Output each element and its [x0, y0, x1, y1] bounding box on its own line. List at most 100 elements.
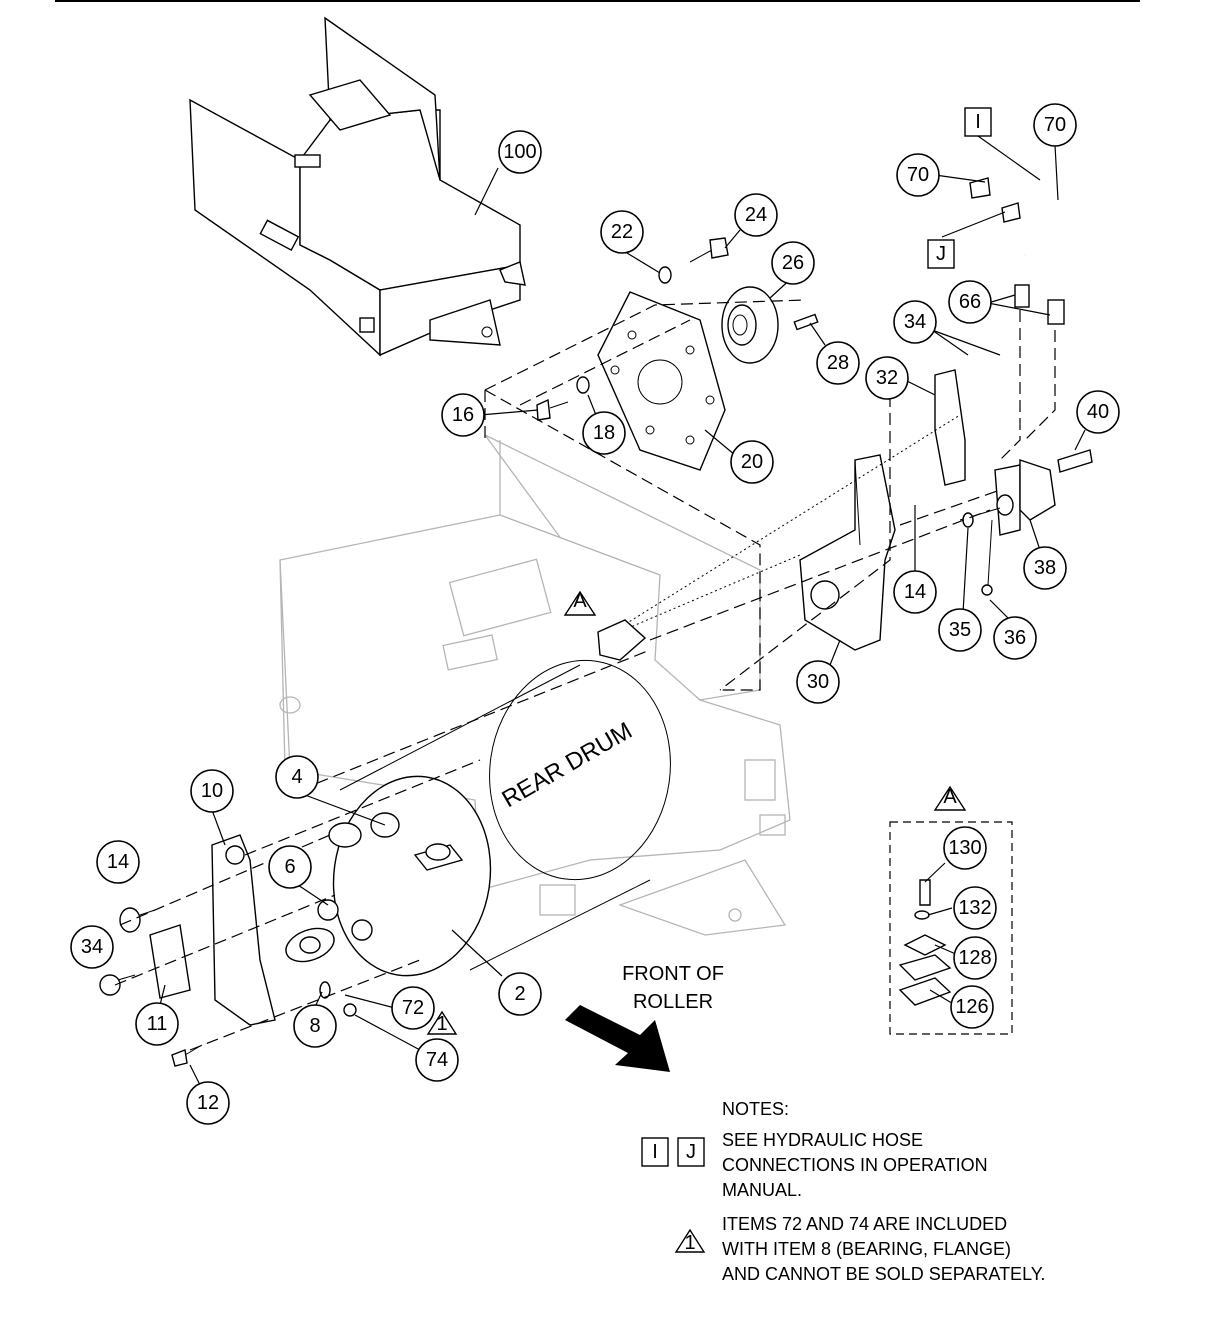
callout-4: 4 — [275, 755, 319, 799]
svg-text:74: 74 — [426, 1049, 448, 1071]
callout-70-left: 70 — [896, 153, 940, 197]
plate-11 — [149, 924, 191, 999]
svg-text:11: 11 — [147, 1013, 168, 1035]
front-of-roller-line2: ROLLER — [633, 991, 713, 1013]
svg-text:16: 16 — [452, 404, 474, 426]
svg-text:28: 28 — [827, 352, 849, 374]
svg-text:18: 18 — [593, 422, 615, 444]
note1-line2: CONNECTIONS IN OPERATION — [722, 1155, 988, 1175]
svg-text:8: 8 — [309, 1015, 320, 1037]
detail-a-header: A — [933, 785, 967, 811]
svg-text:22: 22 — [611, 221, 633, 243]
callout-66: 66 — [948, 280, 992, 324]
svg-text:10: 10 — [201, 780, 223, 802]
bracket-32 — [934, 369, 966, 486]
flange-26 — [721, 286, 819, 364]
svg-text:J: J — [936, 243, 946, 265]
svg-text:66: 66 — [959, 291, 981, 313]
notes: NOTES: I J SEE HYDRAULIC HOSE CONNECTION… — [641, 1099, 1045, 1284]
front-of-roller-line1: FRONT OF — [622, 963, 724, 985]
svg-text:132: 132 — [958, 897, 991, 919]
callout-26: 26 — [771, 241, 815, 285]
note2-line1: ITEMS 72 AND 74 ARE INCLUDED — [722, 1214, 1007, 1234]
svg-text:126: 126 — [955, 996, 988, 1018]
svg-text:70: 70 — [907, 164, 929, 186]
svg-text:34: 34 — [904, 311, 926, 333]
svg-text:130: 130 — [948, 837, 981, 859]
svg-text:36: 36 — [1004, 627, 1026, 649]
callout-100: 100 — [498, 130, 542, 174]
svg-text:I: I — [975, 111, 981, 133]
callout-70-right: 70 — [1033, 103, 1077, 147]
callout-74: 74 — [415, 1038, 459, 1082]
box-j: J — [927, 239, 955, 269]
svg-text:38: 38 — [1034, 557, 1056, 579]
note2-line2: WITH ITEM 8 (BEARING, FLANGE) — [722, 1239, 1011, 1259]
svg-text:12: 12 — [197, 1092, 219, 1114]
svg-text:35: 35 — [949, 619, 971, 641]
svg-text:14: 14 — [904, 581, 926, 603]
note-box-j: J — [677, 1137, 705, 1167]
plate-20 — [597, 291, 726, 471]
callout-38: 38 — [1023, 546, 1067, 590]
callout-132: 132 — [953, 886, 997, 930]
note1-line1: SEE HYDRAULIC HOSE — [722, 1130, 923, 1150]
ghost-frame — [279, 434, 791, 936]
svg-text:72: 72 — [402, 997, 424, 1019]
callout-18: 18 — [582, 411, 626, 455]
svg-text:100: 100 — [503, 141, 536, 163]
callout-22: 22 — [600, 210, 644, 254]
hoses-70 — [969, 174, 1067, 325]
box-i: I — [964, 107, 992, 137]
callout-14-right: 14 — [893, 570, 937, 614]
bearing-8 — [285, 927, 357, 1017]
bracket-30 — [799, 454, 896, 651]
svg-text:I: I — [652, 1141, 658, 1163]
callout-24: 24 — [734, 193, 778, 237]
svg-text:24: 24 — [745, 204, 767, 226]
note-box-i: I — [641, 1137, 669, 1167]
svg-text:J: J — [686, 1141, 696, 1163]
svg-text:128: 128 — [958, 947, 991, 969]
svg-text:A: A — [943, 786, 957, 808]
callout-11: 11 — [135, 1002, 179, 1046]
svg-text:34: 34 — [81, 936, 103, 958]
svg-text:20: 20 — [741, 451, 763, 473]
svg-text:40: 40 — [1087, 401, 1109, 423]
callout-126: 126 — [950, 985, 994, 1029]
callout-20: 20 — [730, 440, 774, 484]
callout-28: 28 — [816, 341, 860, 385]
bracket-10 — [211, 834, 276, 1026]
callout-32: 32 — [865, 356, 909, 400]
callout-8: 8 — [293, 1004, 337, 1048]
callout-40: 40 — [1076, 390, 1120, 434]
front-arrow-icon — [565, 1005, 670, 1072]
callout-128: 128 — [953, 936, 997, 980]
callout-30: 30 — [796, 660, 840, 704]
svg-text:14: 14 — [107, 851, 129, 873]
note-marker-1: 1 — [674, 1228, 706, 1254]
callout-34-left: 34 — [70, 925, 114, 969]
callout-16: 16 — [441, 393, 485, 437]
bolts-washers — [536, 237, 729, 421]
note2-line3: AND CANNOT BE SOLD SEPARATELY. — [722, 1264, 1045, 1284]
callout-2: 2 — [498, 972, 542, 1016]
svg-text:6: 6 — [284, 856, 295, 878]
marker-a-text: A — [573, 590, 587, 612]
svg-text:2: 2 — [514, 983, 525, 1005]
callout-10: 10 — [190, 769, 234, 813]
notes-title: NOTES: — [722, 1099, 789, 1119]
callouts: 100 22 24 26 28 16 18 20 70 70 J I 66 34… — [70, 103, 1120, 1125]
detail-a-pointer: A — [563, 590, 647, 661]
svg-text:30: 30 — [807, 671, 829, 693]
detail-a-inset — [889, 821, 1013, 1035]
svg-text:1: 1 — [684, 1232, 695, 1254]
leaders — [159, 135, 1086, 1086]
assembly-lines — [114, 299, 1056, 1051]
svg-text:4: 4 — [291, 766, 302, 788]
svg-text:70: 70 — [1044, 114, 1066, 136]
callout-12: 12 — [186, 1081, 230, 1125]
callout-14-left: 14 — [96, 840, 140, 884]
callout-6: 6 — [268, 845, 312, 889]
